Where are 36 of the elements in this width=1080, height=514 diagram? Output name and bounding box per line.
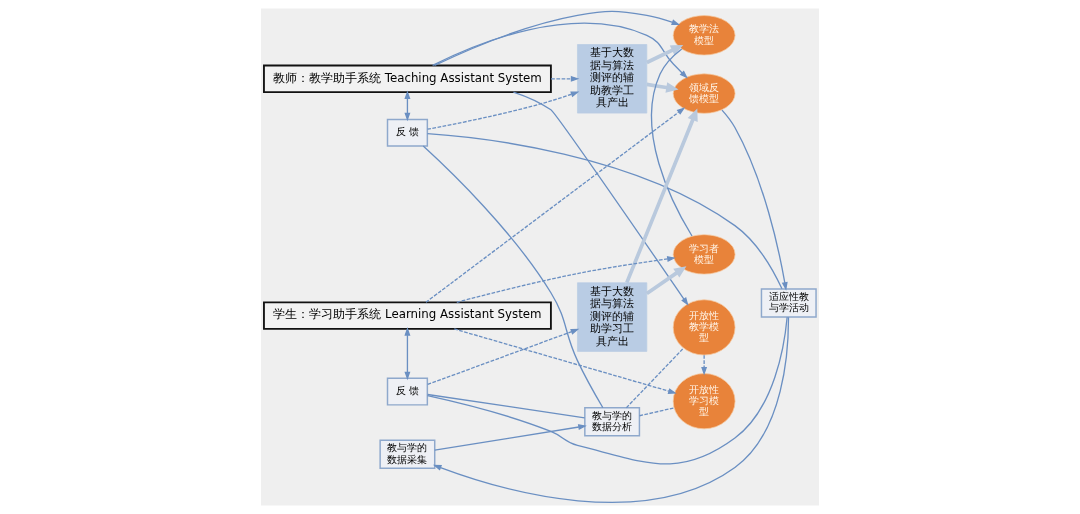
arrow [433, 10, 681, 67]
node-box: 教与学的数据采集 [379, 439, 436, 470]
arrow [701, 354, 708, 376]
node-box: 反 馈 [386, 377, 429, 406]
arrow [453, 328, 677, 394]
arrow [456, 256, 676, 303]
arrow [646, 82, 679, 93]
arrow [427, 328, 580, 386]
arrow [404, 327, 411, 381]
connector [638, 407, 675, 417]
arrow [432, 316, 790, 504]
node-box: 基于大数据与算法测评的辅助学习工具产出 [577, 282, 648, 352]
arrow [625, 108, 698, 284]
arrow [426, 91, 580, 130]
arrow [425, 107, 686, 303]
node-ellipse: 学习者模型 [672, 234, 736, 275]
node-box: 适应性教与学活动 [760, 288, 817, 318]
arrow [646, 44, 684, 65]
arrow [434, 424, 587, 451]
arrow [645, 266, 687, 296]
arrow [512, 91, 689, 306]
connector [625, 347, 685, 409]
node-box: 学生：学习助手系统 Learning Assistant System [263, 301, 552, 330]
node-box: 反 馈 [386, 118, 429, 147]
node-ellipse: 开放性学习模型 [672, 373, 736, 430]
node-box: 教与学的数据分析 [584, 407, 641, 437]
arrow [550, 75, 580, 82]
node-box: 教师：教学助手系统 Teaching Assistant System [263, 64, 552, 93]
arrow [721, 109, 788, 291]
connector [422, 145, 604, 409]
connector [426, 133, 783, 290]
node-box: 基于大数据与算法测评的辅助教学工具产出 [577, 44, 648, 114]
connector [426, 316, 788, 465]
connector [650, 48, 693, 237]
connector [427, 393, 586, 419]
arrow [431, 22, 688, 79]
